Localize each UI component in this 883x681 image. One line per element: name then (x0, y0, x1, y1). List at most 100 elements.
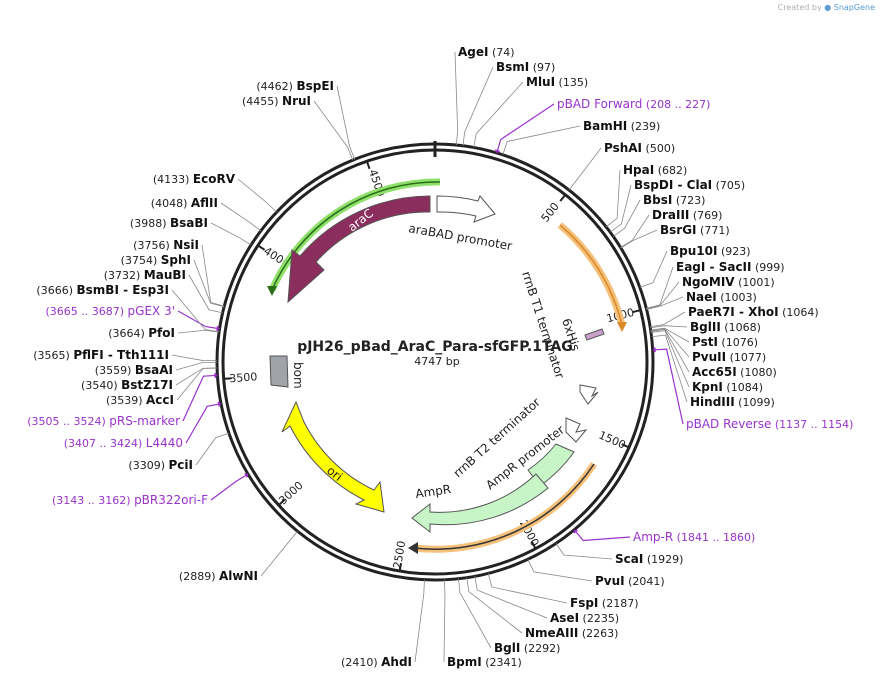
restriction-site-label: (3754) SphI (121, 253, 191, 267)
site-leader-line (443, 579, 446, 663)
site-position: (999) (752, 261, 785, 274)
restriction-site-label: NgoMIV (1001) (682, 275, 775, 289)
highlight-arc-sfgfp-line (559, 224, 623, 326)
site-name: NmeAIII (525, 626, 578, 640)
site-name: pRS-marker (109, 414, 180, 428)
site-leader-line (646, 281, 680, 310)
site-name: AccI (146, 393, 174, 407)
tick-mark (398, 562, 402, 572)
site-position: (4455) (242, 95, 282, 108)
feature-ampr-label: AmpR (414, 482, 451, 501)
site-leader-line (260, 530, 298, 577)
restriction-site-label: (3539) AccI (106, 393, 174, 407)
site-name: HpaI (623, 163, 654, 177)
feature-rrnb-t2-label: rrnB T2 terminator (451, 395, 543, 480)
site-leader-line (171, 289, 220, 332)
restriction-site-label: PstI (1076) (692, 335, 758, 349)
site-name: L4440 (146, 436, 183, 450)
site-position: (2235) (579, 612, 619, 625)
plasmid-size: 4747 bp (414, 355, 459, 368)
site-leader-line (201, 244, 225, 307)
restriction-site-label: DraIII (769) (652, 208, 722, 222)
site-position: (2341) (482, 656, 522, 669)
restriction-site-label: (3565) PflFI - Tth111I (33, 348, 169, 362)
site-leader-line (313, 100, 354, 161)
restriction-site-label: (3559) BsaAI (95, 363, 173, 377)
feature-terminator-marker-2 (565, 417, 588, 443)
site-leader-line (568, 147, 602, 191)
site-name: BsrGI (660, 223, 697, 237)
primer-binding-mark (573, 528, 578, 534)
site-name: BbsI (643, 193, 672, 207)
site-position: (3664) (108, 327, 148, 340)
tick-label: 3500 (229, 370, 258, 385)
site-position: (239) (627, 120, 660, 133)
site-name: AlwNI (219, 569, 258, 583)
site-name: PfoI (148, 326, 175, 340)
site-position: (723) (672, 194, 705, 207)
site-labels: AgeI (74)BsmI (97)MluI (135)pBAD Forward… (27, 45, 853, 669)
site-position: (1076) (718, 336, 758, 349)
site-position: (3732) (104, 269, 144, 282)
site-leader-line (555, 543, 613, 560)
feature-ampr-arrow (411, 473, 549, 534)
restriction-site-label: BsrGI (771) (660, 223, 730, 237)
restriction-site-label: (4462) BspEI (256, 79, 334, 93)
site-position: (1137 .. 1154) (771, 418, 853, 431)
site-name: AgeI (458, 45, 488, 59)
restriction-site-label: FspI (2187) (570, 596, 638, 610)
site-position: (2187) (598, 597, 638, 610)
site-position: (682) (654, 164, 687, 177)
snapgene-credit: Created by ● SnapGene (778, 3, 875, 12)
site-name: BsmBI (77, 283, 119, 297)
site-name: Amp-R (633, 530, 673, 544)
feature-arac-arrow (287, 195, 431, 304)
site-name: AseI (550, 611, 579, 625)
site-leader-line (474, 576, 548, 619)
site-name-2: Esp3I (132, 283, 169, 297)
primer-label: pBAD Forward (208 .. 227) (557, 97, 710, 111)
site-leader-line (237, 178, 277, 213)
highlight-arrowhead-sfgfp (617, 322, 627, 332)
snapgene-logo-icon: ● (824, 3, 832, 12)
restriction-site-label: AseI (2235) (550, 611, 619, 625)
site-leader-line (473, 81, 524, 148)
restriction-site-label: NmeAIII (2263) (525, 626, 618, 640)
tick-label: 3000 (276, 479, 305, 507)
restriction-site-label: (4455) NruI (242, 94, 311, 108)
tick-mark (223, 377, 232, 380)
restriction-site-label: BamHI (239) (583, 119, 660, 133)
restriction-site-label: Acc65I (1080) (692, 365, 777, 379)
primer-leader-line (652, 348, 684, 425)
primer-label: (3505 .. 3524) pRS-marker (27, 414, 180, 428)
site-leader-line (176, 367, 218, 401)
site-position: (1084) (723, 381, 763, 394)
site-name: MluI (526, 75, 555, 89)
site-leader-line (188, 274, 223, 314)
tick-mark (277, 499, 286, 506)
restriction-site-label: (2889) AlwNI (179, 569, 258, 583)
site-leader-line (650, 325, 688, 329)
site-position: (500) (642, 142, 675, 155)
site-position: (1929) (643, 553, 683, 566)
site-leader-line (195, 432, 230, 466)
highlight-arrowhead-ampr (408, 542, 418, 554)
site-name: EagI (676, 260, 705, 274)
restriction-site-label: (4133) EcoRV (153, 172, 236, 186)
site-leader-line (650, 327, 690, 358)
site-name: BpmI (447, 655, 482, 669)
site-position: (3666) (36, 284, 76, 297)
feature-6xhis-arrow (584, 328, 605, 341)
site-leader-line (527, 559, 593, 582)
primer-label: pBAD Reverse (1137 .. 1154) (686, 417, 853, 431)
site-leader-line (650, 328, 690, 373)
site-separator: - (104, 348, 117, 362)
site-name: AflII (191, 196, 218, 210)
primer-leader-line (182, 374, 218, 422)
site-separator: - (705, 260, 718, 274)
tick-mark (559, 194, 567, 202)
site-leader-line (650, 311, 686, 328)
site-name: BspDI (634, 178, 673, 192)
restriction-site-label: (3309) PciI (128, 458, 193, 472)
